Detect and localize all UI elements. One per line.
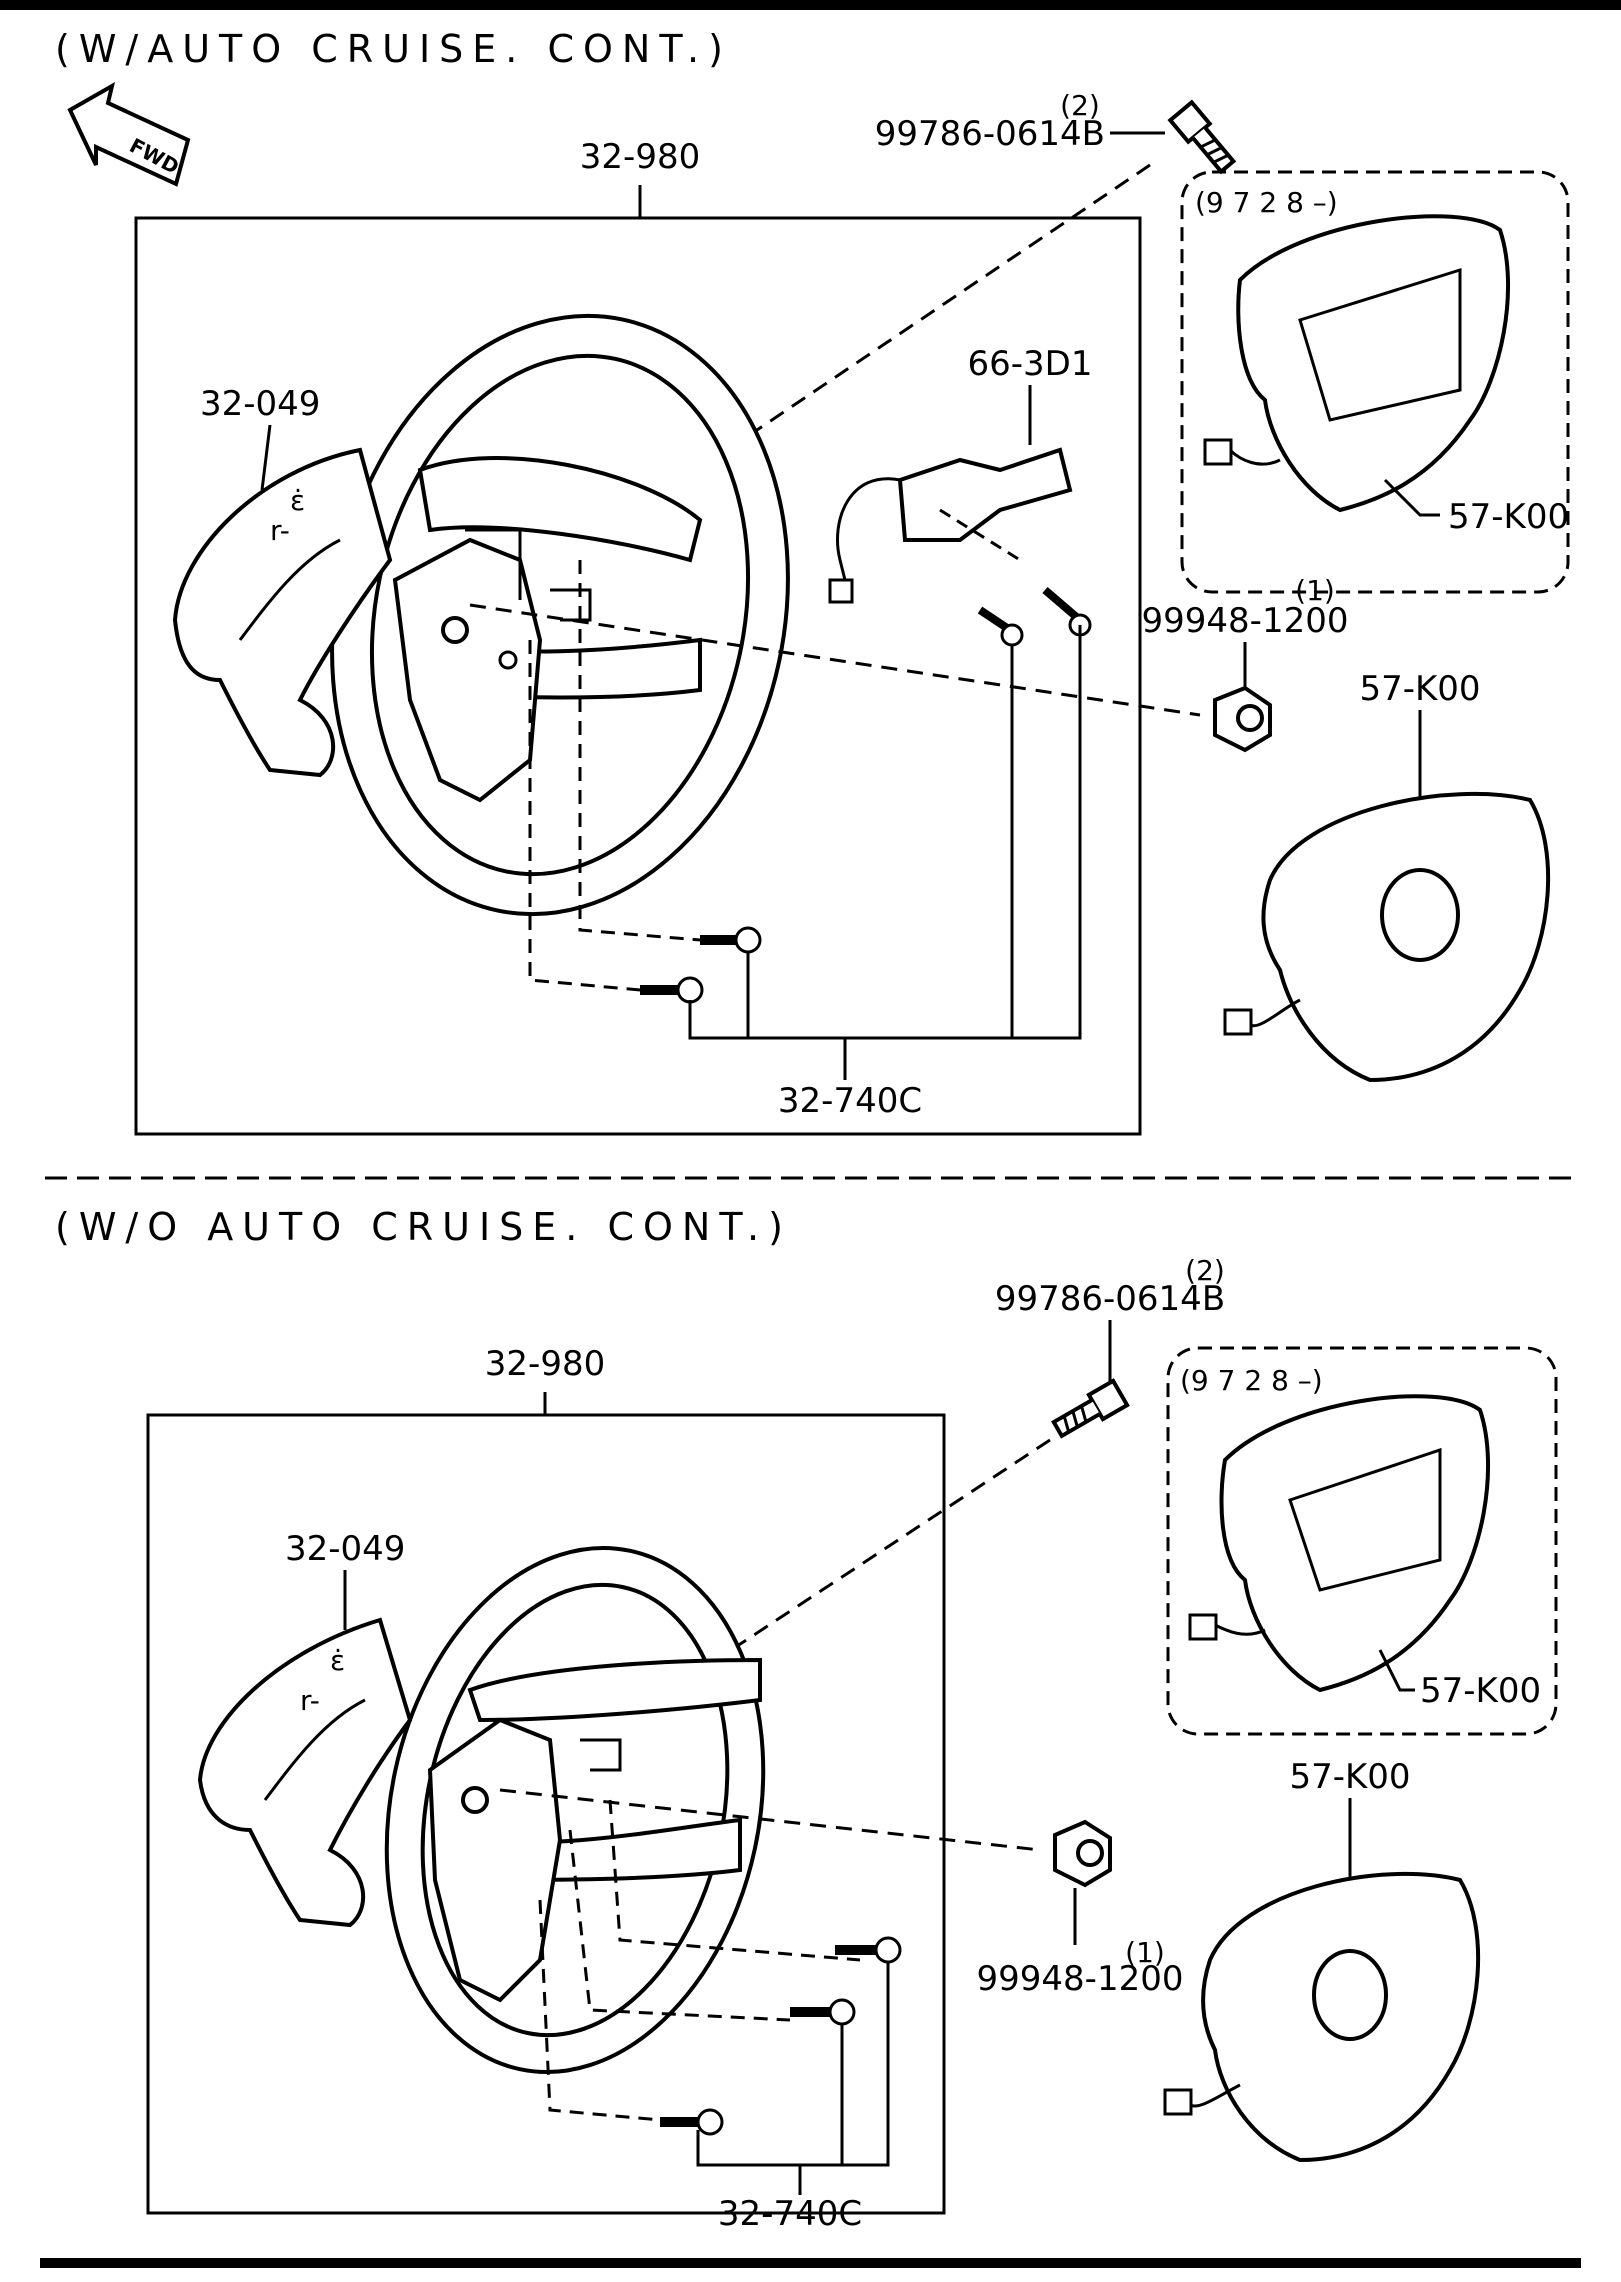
bottom-border: [40, 2258, 1581, 2268]
boxed-airbag-part-number: 57-K00: [1448, 497, 1569, 537]
top-border: [0, 0, 1621, 10]
screws-part-number: 32-740C: [718, 2194, 862, 2234]
bolt-part-number: 99786-0614B: [875, 114, 1105, 154]
nut-icon: [1213, 685, 1272, 753]
option-box: [1180, 170, 1570, 594]
horn-cover-icon: ɛ̇ r-: [172, 447, 393, 778]
section-heading: (W/O AUTO CRUISE. CONT.): [55, 1205, 792, 1249]
nut-part-number: 99948-1200: [977, 1959, 1184, 1999]
screws-part-number: 32-740C: [778, 1081, 922, 1121]
steering-wheel-icon: [330, 313, 790, 917]
option-range: (9 7 2 8 –): [1180, 1364, 1323, 1397]
airbag-icon: [1203, 214, 1511, 513]
wheel-group-box: [134, 216, 1142, 1136]
switch-part-number: 66-3D1: [968, 344, 1093, 384]
boxed-airbag-part-number: 57-K00: [1420, 1671, 1541, 1711]
section-heading: (W/AUTO CRUISE. CONT.): [55, 27, 732, 71]
screw-icon: [660, 1936, 902, 2136]
nut-quantity: (1): [1295, 574, 1335, 607]
svg-text:r-: r-: [300, 1684, 320, 1717]
nut-part-number: 99948-1200: [1142, 601, 1349, 641]
screw-icon: [640, 926, 762, 1004]
wheel-part-number: 32-980: [485, 1344, 605, 1384]
svg-text:r-: r-: [270, 514, 290, 547]
svg-text:ɛ̇: ɛ̇: [290, 484, 305, 517]
switch-icon: [828, 447, 1073, 604]
bolt-icon: [1051, 1378, 1130, 1439]
steering-wheel-icon: [384, 1545, 766, 2075]
airbag-icon: [1223, 791, 1551, 1083]
cover-part-number: 32-049: [285, 1529, 405, 1569]
airbag-part-number: 57-K00: [1359, 669, 1480, 709]
bolt-part-number: 99786-0614B: [995, 1279, 1225, 1319]
bolt-icon: [1167, 99, 1237, 175]
nut-icon: [1053, 1819, 1112, 1888]
airbag-icon: [1163, 1871, 1481, 2163]
option-range: (9 7 2 8 –): [1195, 186, 1338, 219]
section-without-cruise: (W/O AUTO CRUISE. CONT.) 32-980 (2) 9978…: [55, 1205, 1558, 2234]
wheel-part-number: 32-980: [580, 137, 700, 177]
cover-part-number: 32-049: [200, 384, 320, 424]
bolt-quantity: (2): [1185, 1254, 1225, 1287]
bolt-quantity: (2): [1060, 89, 1100, 122]
screw-icon: [977, 586, 1092, 647]
svg-text:ɛ̇: ɛ̇: [330, 1644, 345, 1677]
nut-quantity: (1): [1125, 1936, 1165, 1969]
fwd-arrow-icon: FWD: [67, 81, 191, 187]
airbag-icon: [1188, 1394, 1491, 1693]
section-with-cruise: (W/AUTO CRUISE. CONT.) FWD 32-980 (2) 99…: [55, 27, 1570, 1136]
horn-cover-icon: ɛ̇ r-: [197, 1617, 413, 1928]
airbag-part-number: 57-K00: [1289, 1757, 1410, 1797]
option-box: [1166, 1346, 1558, 1736]
